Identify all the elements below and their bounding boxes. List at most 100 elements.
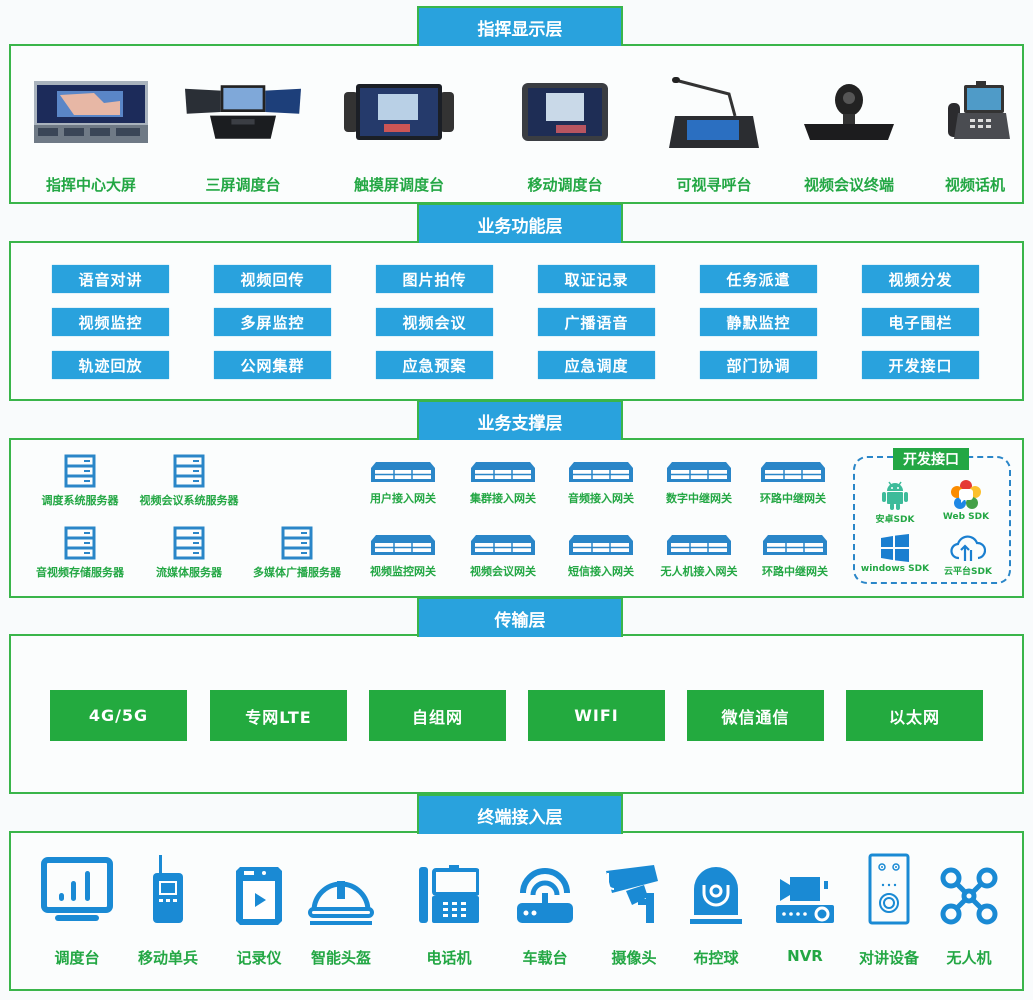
gateway-loop-trunk: 环路中继网关 <box>751 460 835 506</box>
network-item[interactable]: 自组网 <box>369 690 506 741</box>
terminal-mobile-soldier: 移动单兵 <box>128 855 208 968</box>
device-label: 视频话机 <box>944 176 1005 194</box>
switch-icon <box>371 462 435 482</box>
terminal-label: 移动单兵 <box>137 949 198 967</box>
device-label: 触摸屏调度台 <box>353 176 444 194</box>
webrtc-icon <box>951 480 981 509</box>
gateway-loop-trunk-2: 环路中继网关 <box>753 533 837 579</box>
router-icon <box>517 868 573 923</box>
switch-icon <box>471 462 535 482</box>
function-item[interactable]: 应急预案 <box>376 351 493 379</box>
device-paging-console: 可视寻呼台 <box>656 72 772 195</box>
device-label: 三屏调度台 <box>205 176 281 194</box>
server-video-conference: 视频会议系统服务器 <box>125 454 253 508</box>
network-item[interactable]: WIFI <box>528 690 665 741</box>
terminal-recorder: 记录仪 <box>219 855 299 968</box>
terminal-intercom: 对讲设备 <box>849 853 929 968</box>
gateway-audio-access: 音频接入网关 <box>559 460 643 506</box>
device-label: 指挥中心大屏 <box>45 176 136 194</box>
sdk-android[interactable]: 安卓SDK <box>867 480 923 525</box>
triple-screen-console-image <box>185 72 301 152</box>
switch-icon <box>569 462 633 482</box>
function-item[interactable]: 语音对讲 <box>52 265 169 293</box>
device-conference-terminal: 视频会议终端 <box>791 72 907 195</box>
transport-layer: 4G/5G 专网LTE 自组网 WIFI 微信通信 以太网 <box>9 634 1024 794</box>
function-item[interactable]: 视频分发 <box>862 265 979 293</box>
nvr-icon <box>776 877 834 923</box>
function-item[interactable]: 部门协调 <box>700 351 817 379</box>
function-item[interactable]: 应急调度 <box>538 351 655 379</box>
switch-icon <box>761 462 825 482</box>
device-label: 可视寻呼台 <box>676 176 752 194</box>
video-wall-image <box>33 72 149 152</box>
body-camera-icon <box>236 867 282 925</box>
gateway-digital-trunk: 数字中继网关 <box>657 460 741 506</box>
device-triple-screen: 三屏调度台 <box>185 72 301 195</box>
terminal-telephone: 电话机 <box>409 855 489 968</box>
sdk-windows[interactable]: windows SDK <box>857 534 933 574</box>
function-grid: 语音对讲 视频回传 图片拍传 取证记录 任务派遣 视频分发 视频监控 多屏监控 … <box>52 265 979 379</box>
gateway-trunking-access: 集群接入网关 <box>461 460 545 506</box>
layer-title-support: 业务支撑层 <box>417 400 623 440</box>
gateway-label: 视频会议网关 <box>470 565 536 578</box>
sdk-group: 开发接口 安卓SDK Web SDK windows SDK 云平台SDK <box>853 448 1011 584</box>
gateway-label: 视频监控网关 <box>370 565 436 578</box>
function-item[interactable]: 电子围栏 <box>862 308 979 336</box>
sdk-cloud-platform[interactable]: 云平台SDK <box>935 534 1001 577</box>
terminal-dispatch-console: 调度台 <box>37 855 117 968</box>
function-item[interactable]: 开发接口 <box>862 351 979 379</box>
network-item[interactable]: 专网LTE <box>210 690 347 741</box>
terminal-label: NVR <box>787 947 823 965</box>
switch-icon <box>667 462 731 482</box>
terminal-label: 车载台 <box>522 949 568 967</box>
network-item[interactable]: 微信通信 <box>687 690 824 741</box>
function-item[interactable]: 图片拍传 <box>376 265 493 293</box>
function-layer: 语音对讲 视频回传 图片拍传 取证记录 任务派遣 视频分发 视频监控 多屏监控 … <box>9 241 1024 401</box>
terminal-vehicle-radio: 车载台 <box>505 855 585 968</box>
terminal-label: 调度台 <box>54 949 100 967</box>
server-dispatch: 调度系统服务器 <box>25 454 135 508</box>
dome-camera-icon <box>690 867 742 924</box>
gateway-label: 音频接入网关 <box>568 492 634 505</box>
sdk-label: windows SDK <box>860 564 930 574</box>
function-item[interactable]: 任务派遣 <box>700 265 817 293</box>
server-streaming: 流媒体服务器 <box>137 526 241 580</box>
terminal-label: 对讲设备 <box>858 949 919 967</box>
gateway-video-conference: 视频会议网关 <box>461 533 545 579</box>
layer-title-transport: 传输层 <box>417 597 623 637</box>
layer-title-function: 业务功能层 <box>417 203 623 243</box>
terminal-label: 智能头盔 <box>310 949 371 967</box>
function-item[interactable]: 静默监控 <box>700 308 817 336</box>
server-icon <box>64 526 96 560</box>
function-item[interactable]: 公网集群 <box>214 351 331 379</box>
switch-icon <box>471 535 535 555</box>
sdk-group-title: 开发接口 <box>893 448 969 470</box>
function-item[interactable]: 多屏监控 <box>214 308 331 336</box>
layer-title-terminal: 终端接入层 <box>417 794 623 834</box>
function-item[interactable]: 广播语音 <box>538 308 655 336</box>
function-item[interactable]: 视频监控 <box>52 308 169 336</box>
function-item[interactable]: 取证记录 <box>538 265 655 293</box>
function-item[interactable]: 视频会议 <box>376 308 493 336</box>
terminal-smart-helmet: 智能头盔 <box>301 855 381 968</box>
desk-phone-icon <box>419 865 479 923</box>
layer-title-display: 指挥显示层 <box>417 6 623 46</box>
touchscreen-console-image <box>341 72 457 152</box>
terminal-layer: 调度台 移动单兵 记录仪 智能头盔 电话机 车载台 摄像头 布控球 NVR 对讲… <box>9 831 1024 991</box>
switch-icon <box>569 535 633 555</box>
network-item[interactable]: 4G/5G <box>50 690 187 741</box>
server-icon <box>64 454 96 488</box>
sdk-web[interactable]: Web SDK <box>933 480 999 522</box>
gateway-label: 环路中继网关 <box>762 565 828 578</box>
server-icon <box>173 454 205 488</box>
terminal-drone: 无人机 <box>929 855 1009 968</box>
gateway-label: 数字中继网关 <box>666 492 732 505</box>
switch-icon <box>371 535 435 555</box>
gateway-label: 环路中继网关 <box>760 492 826 505</box>
gateway-video-surveillance: 视频监控网关 <box>361 533 445 579</box>
network-item[interactable]: 以太网 <box>846 690 983 741</box>
video-phone-image <box>917 72 1033 152</box>
server-icon <box>281 526 313 560</box>
function-item[interactable]: 视频回传 <box>214 265 331 293</box>
function-item[interactable]: 轨迹回放 <box>52 351 169 379</box>
